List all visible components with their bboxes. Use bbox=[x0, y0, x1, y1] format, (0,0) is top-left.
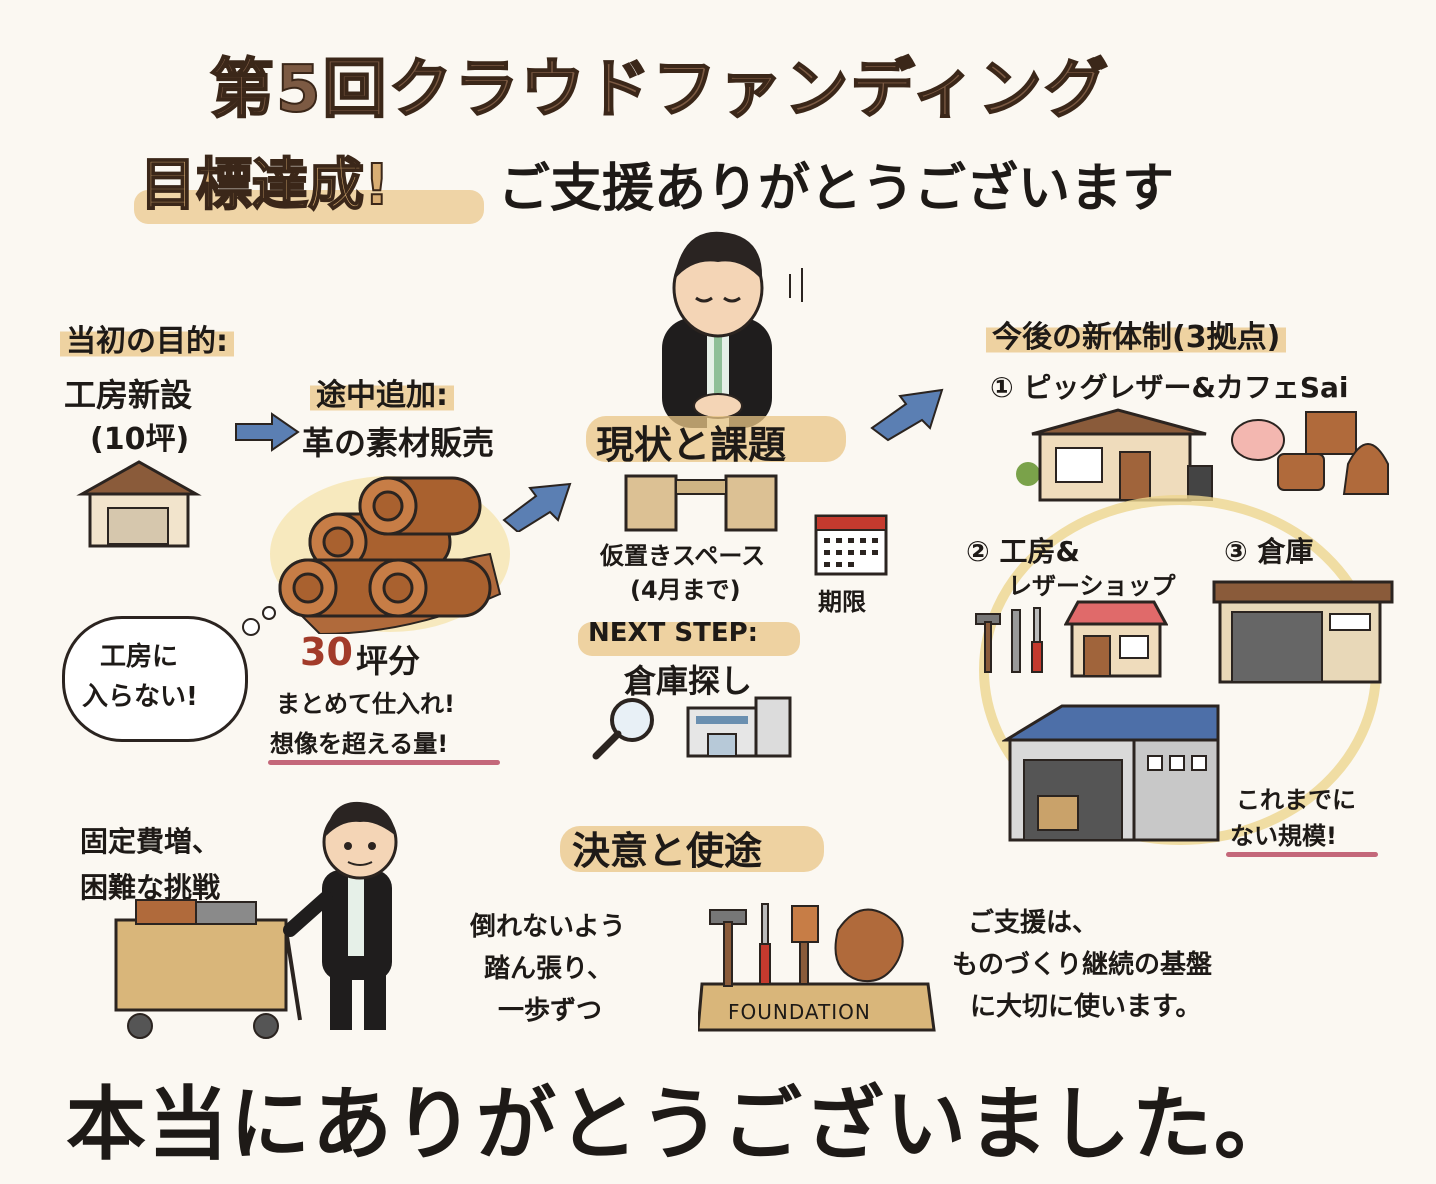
deadline-label: 期限 bbox=[818, 588, 866, 616]
calendar-icon bbox=[814, 514, 888, 576]
underline bbox=[268, 760, 500, 765]
leather-shop-icon bbox=[1064, 600, 1168, 678]
future-heading: 今後の新体制(3拠点) bbox=[986, 312, 1287, 356]
future-site1: ① ピッグレザー&カフェSai bbox=[990, 371, 1349, 404]
scale-line1: これまでに bbox=[1236, 786, 1356, 814]
bowing-person-illustration bbox=[662, 231, 803, 428]
resolve-step3: 一歩ずつ bbox=[498, 996, 603, 1026]
arrow-right-icon bbox=[502, 482, 572, 532]
workshop-house-icon bbox=[76, 460, 202, 548]
next-step-label: NEXT STEP: bbox=[588, 618, 759, 648]
status-highlight bbox=[586, 416, 846, 462]
large-warehouse-icon bbox=[1002, 704, 1220, 842]
use-line2: ものづくり継続の基盤 bbox=[952, 950, 1213, 980]
arrow-right-icon bbox=[870, 388, 944, 442]
foundation-tools-illustration bbox=[698, 903, 936, 1032]
resolve-step2: 踏ん張り、 bbox=[484, 954, 613, 984]
closing-message: 本当にありがとうございました。 bbox=[66, 1078, 1296, 1171]
building-icon bbox=[686, 696, 792, 758]
foundation-label: FOUNDATION bbox=[728, 1000, 871, 1024]
temporary-space-icon bbox=[624, 474, 778, 532]
tools-icon bbox=[975, 607, 1043, 673]
use-line1: ご支援は、 bbox=[968, 908, 1099, 938]
page-title: 第5回クラウドファンディング bbox=[209, 52, 1111, 128]
leather-rolls-illustration bbox=[270, 476, 510, 634]
temp-space-until: (4月まで) bbox=[630, 576, 741, 604]
bubble-line1: 工房に bbox=[100, 642, 179, 672]
thanks-text: ご支援ありがとうございます bbox=[498, 159, 1175, 219]
future-site2-line1: ② 工房& bbox=[966, 535, 1080, 568]
next-step-highlight bbox=[578, 622, 800, 656]
arrow-right-icon bbox=[235, 412, 300, 452]
thought-bubble bbox=[62, 616, 248, 742]
magnifier-icon bbox=[592, 698, 654, 760]
person-pushing-cart-illustration bbox=[114, 801, 398, 1039]
original-goal-item: 工房新設 bbox=[64, 376, 193, 414]
bubble-line2: 入らない! bbox=[82, 682, 198, 712]
midway-heading: 途中追加: bbox=[310, 370, 454, 414]
leather-amount-unit: 坪分 bbox=[356, 642, 421, 680]
warehouse-small-icon bbox=[1212, 580, 1394, 684]
resolve-step1: 倒れないよう bbox=[470, 912, 626, 942]
future-site3: ③ 倉庫 bbox=[1224, 535, 1314, 568]
underline bbox=[1226, 852, 1378, 857]
midway-item: 革の素材販売 bbox=[302, 424, 495, 462]
bubble-dot bbox=[242, 618, 260, 636]
goal-achieved-text: 目標達成! bbox=[139, 152, 391, 219]
original-goal-heading: 当初の目的: bbox=[60, 316, 234, 360]
future-site2-line2: レザーショップ bbox=[1008, 572, 1176, 600]
resolve-highlight bbox=[560, 826, 824, 872]
leather-amount-number: 30 bbox=[300, 630, 353, 674]
bubble-dot bbox=[262, 606, 276, 620]
scale-line2: ない規模! bbox=[1230, 822, 1337, 850]
original-goal-size: (10坪) bbox=[90, 422, 190, 457]
next-step-item: 倉庫探し bbox=[624, 662, 753, 700]
use-line3: に大切に使います。 bbox=[970, 992, 1202, 1022]
leather-line1: まとめて仕入れ! bbox=[276, 690, 455, 718]
status-heading: 現状と課題 bbox=[596, 423, 787, 467]
title-highlight bbox=[134, 190, 484, 224]
challenge-line2: 困難な挑戦 bbox=[80, 871, 221, 904]
temp-space-label: 仮置きスペース bbox=[600, 542, 766, 570]
leather-goods-icon bbox=[1231, 411, 1389, 495]
challenge-line1: 固定費増、 bbox=[80, 825, 221, 858]
resolve-heading: 決意と使途 bbox=[572, 829, 763, 873]
cafe-building-icon bbox=[1016, 408, 1213, 502]
leather-line2: 想像を超える量! bbox=[270, 730, 449, 758]
